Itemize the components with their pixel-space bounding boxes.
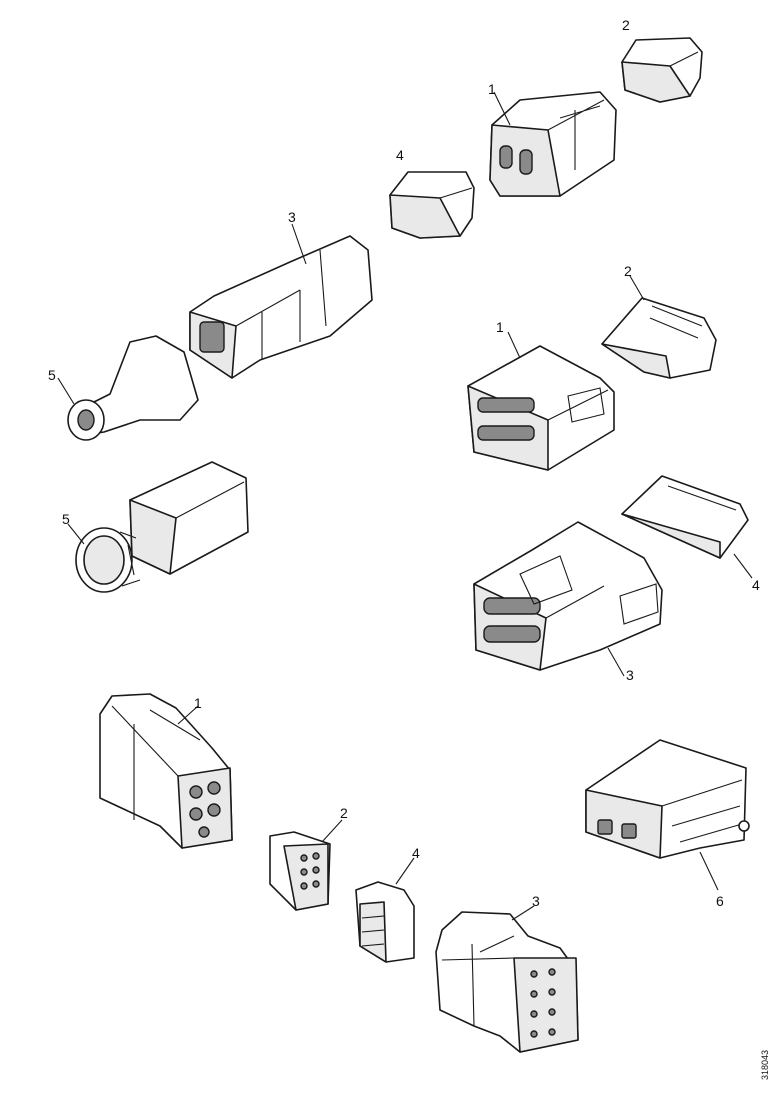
group-1-part-2-wedge bbox=[621, 37, 703, 103]
group-1-part-4-wedge bbox=[389, 171, 475, 239]
group-1-part-5-boot bbox=[57, 335, 199, 441]
group-2-callout-2: 2 bbox=[624, 263, 632, 279]
group-3-part-5-plug-with-boot bbox=[67, 461, 249, 593]
group-2-part-4-wedge bbox=[621, 475, 753, 579]
group-2-part-1-receptacle bbox=[467, 331, 615, 471]
group-4-callout-2: 2 bbox=[340, 805, 348, 821]
document-id: 318043 bbox=[760, 1050, 770, 1080]
group-4-callout-3: 3 bbox=[532, 893, 540, 909]
group-1-callout-1: 1 bbox=[488, 81, 496, 97]
group-4-part-4-wedge bbox=[355, 857, 415, 963]
group-4-callout-6: 6 bbox=[716, 893, 724, 909]
group-4-part-2-wedge bbox=[269, 819, 343, 911]
group-4-callout-4: 4 bbox=[412, 845, 420, 861]
group-1-part-1-receptacle bbox=[489, 91, 617, 197]
group-2-callout-1: 1 bbox=[496, 319, 504, 335]
group-4-part-1-receptacle bbox=[99, 693, 233, 849]
group-2-part-3-plug bbox=[473, 521, 663, 677]
group-1-callout-3: 3 bbox=[288, 209, 296, 225]
group-4-callout-1: 1 bbox=[194, 695, 202, 711]
group-1-callout-2: 2 bbox=[622, 17, 630, 33]
group-3-callout-5: 5 bbox=[62, 511, 70, 527]
group-2-callout-4: 4 bbox=[752, 577, 760, 593]
group-1-callout-5: 5 bbox=[48, 367, 56, 383]
group-2-callout-3: 3 bbox=[626, 667, 634, 683]
group-4-part-6-cover bbox=[585, 739, 750, 891]
group-1-callout-4: 4 bbox=[396, 147, 404, 163]
group-2-part-2-wedge bbox=[601, 275, 717, 379]
group-1-part-3-plug bbox=[189, 223, 373, 379]
group-4-part-3-plug bbox=[435, 905, 579, 1053]
